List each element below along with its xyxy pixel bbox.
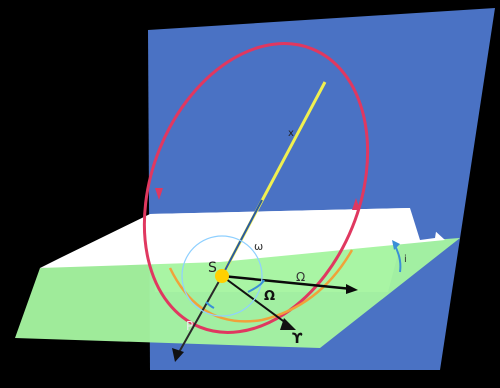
vernal-equinox-line: [221, 275, 291, 327]
node-angle-label: Ω: [264, 289, 275, 304]
orbital-plane-right-edge: [410, 206, 440, 240]
periapsis-arrow-icon: [172, 348, 184, 362]
reference-plane: [15, 238, 460, 348]
argument-of-periapsis-arc: [181, 235, 263, 317]
inclination-arrow-icon: [392, 240, 400, 250]
line-of-nodes: [221, 274, 353, 291]
vernal-label: ϒ: [292, 331, 303, 347]
arg-periapsis-label: ω: [254, 240, 263, 253]
inclination-label: i: [404, 254, 407, 265]
orbit-direction-arrow-right: [352, 198, 360, 210]
orbit-direction-arrow-left: [155, 188, 163, 200]
sun-icon: [215, 269, 229, 283]
node-plane-label: Ω: [296, 270, 305, 284]
periapsis-label: P: [186, 319, 193, 333]
node-angle-arc: [247, 279, 265, 293]
orbit-lower-arc: [168, 249, 354, 323]
periapsis-line: [177, 275, 223, 355]
apse-marker-label: x: [288, 128, 294, 139]
vernal-arrow-icon: [280, 318, 296, 330]
ascending-node-arrow-icon: [346, 284, 358, 294]
apse-line-near: [221, 199, 263, 277]
periapsis-arc: [205, 301, 215, 309]
sun-label: S: [208, 260, 217, 276]
orbit-ellipse: [142, 42, 370, 334]
